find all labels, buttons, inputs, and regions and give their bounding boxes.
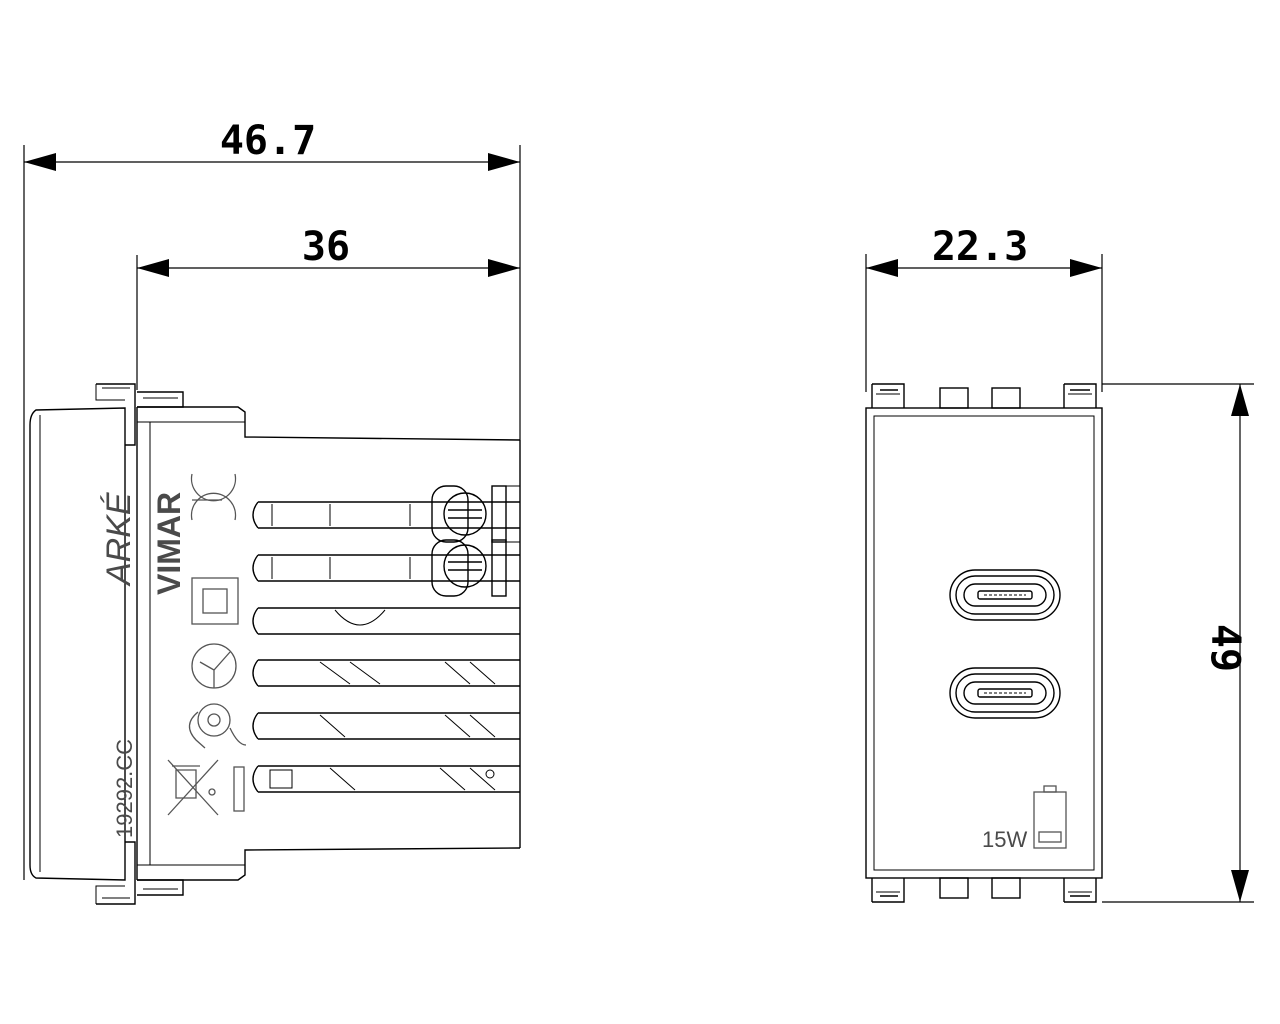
energy-symbol-icon <box>188 703 247 749</box>
part-code-text: 19292.CC <box>112 739 137 838</box>
side-view-front-cap <box>29 407 126 881</box>
brand-name-text: VIMAR <box>151 492 187 595</box>
dimension-width: 22.3 <box>865 224 1103 392</box>
battery-icon <box>1033 785 1067 849</box>
dimension-overall-depth-label: 46.7 <box>220 118 316 164</box>
brand-logo-text: ARKÉ <box>100 492 138 587</box>
dimension-height: 49 <box>1102 383 1254 903</box>
terminal-slots <box>252 501 520 793</box>
usb-c-port-bottom-icon <box>949 667 1061 719</box>
terminal-screws <box>431 485 520 597</box>
dimension-height-label: 49 <box>1202 624 1248 672</box>
usb-c-port-top-icon <box>949 569 1061 621</box>
front-view-body <box>865 407 1103 879</box>
weee-bin-icon <box>167 759 219 816</box>
dimension-width-label: 22.3 <box>932 224 1028 270</box>
side-view-markings: ARKÉ VIMAR 19292.CC <box>100 473 247 838</box>
double-insulation-icon <box>191 577 239 625</box>
dimension-body-depth-label: 36 <box>302 224 350 270</box>
ce-mark-icon <box>190 473 237 521</box>
power-label: 15W <box>982 827 1027 852</box>
dimension-body-depth: 36 <box>136 224 520 390</box>
side-view: ARKÉ VIMAR 19292.CC <box>29 383 521 905</box>
dimension-overall-depth: 46.7 <box>23 118 521 880</box>
approval-symbol-icon <box>191 643 237 689</box>
side-view-body <box>136 406 521 881</box>
front-view: 15W <box>865 383 1103 903</box>
